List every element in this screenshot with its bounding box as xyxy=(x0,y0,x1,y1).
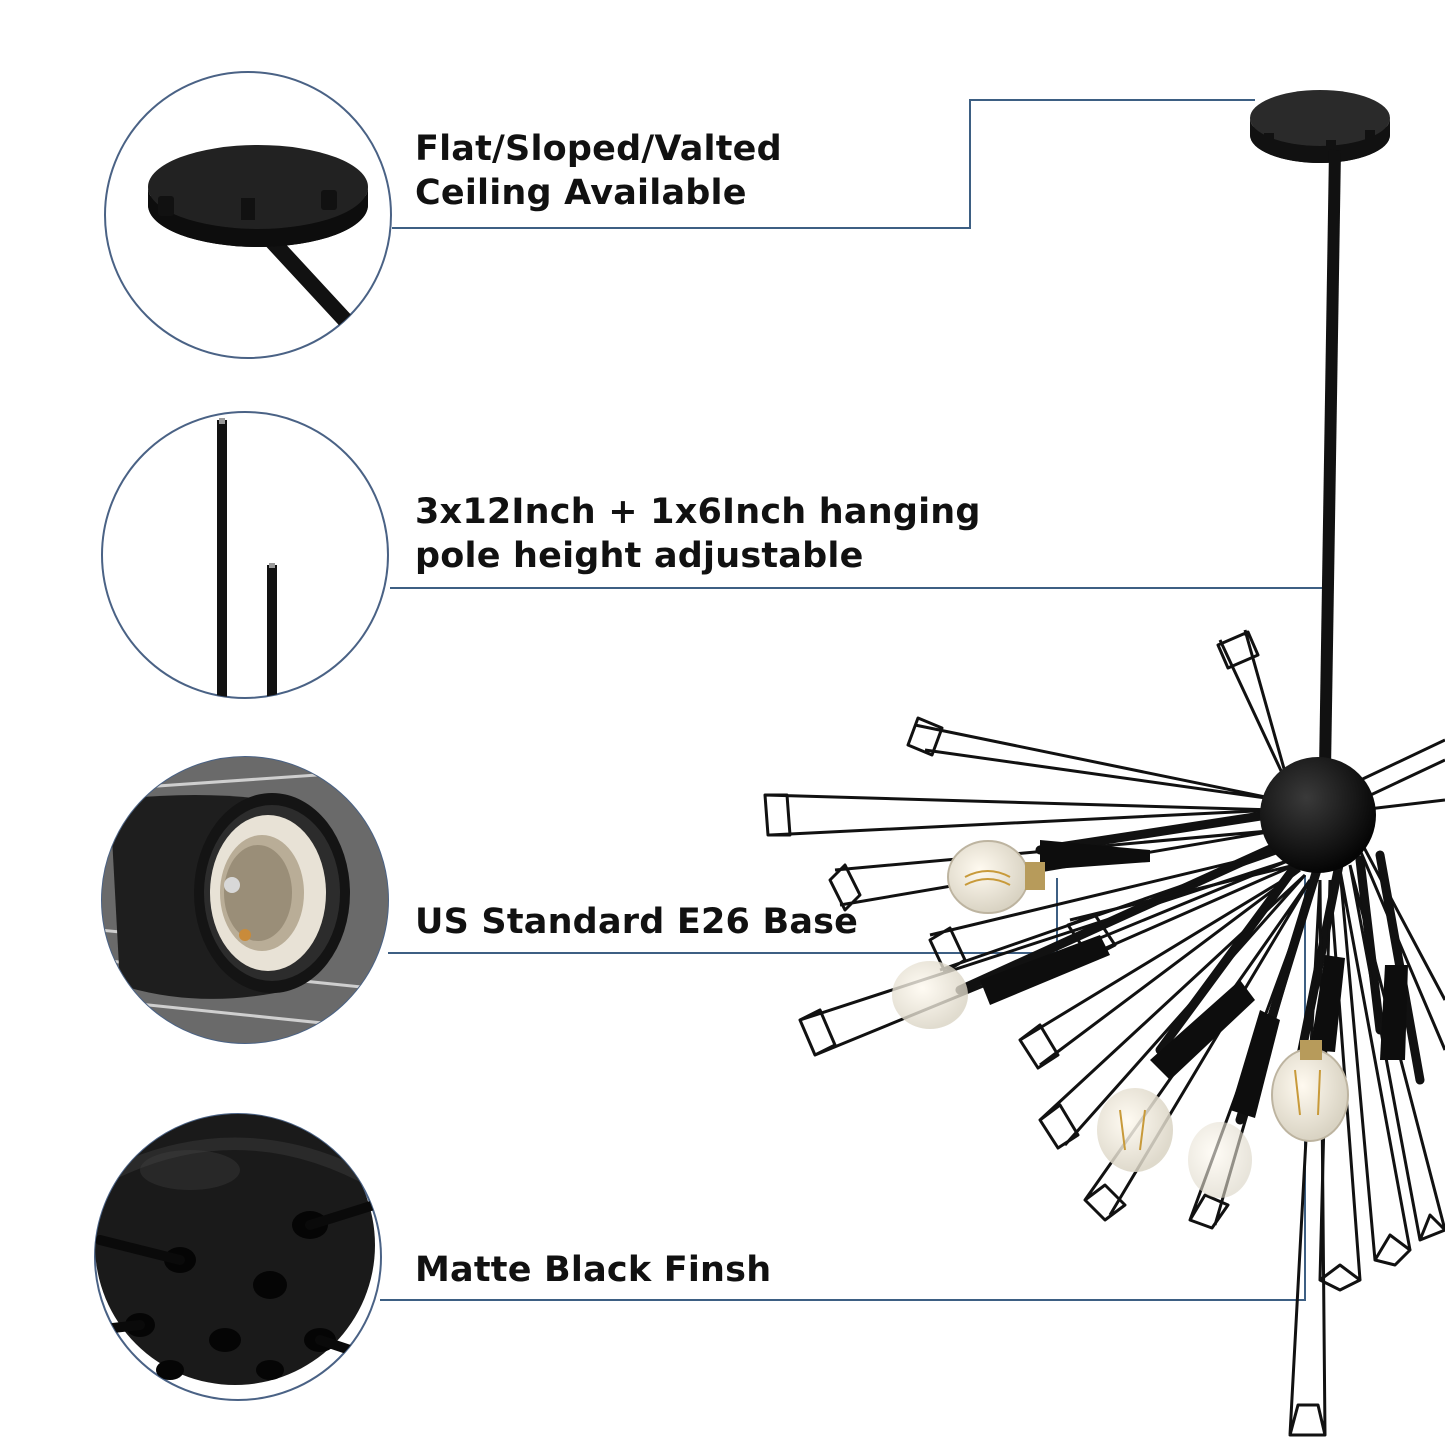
feature-pole-line-2: pole height adjustable xyxy=(415,536,864,576)
hanging-pole-icon xyxy=(101,411,389,699)
feature-ceiling-text: Flat/Sloped/Valted Ceiling Available xyxy=(415,127,782,215)
leader-lines xyxy=(380,99,1325,1301)
edison-bulbs xyxy=(892,840,1349,1198)
feature-socket-text: US Standard E26 Base xyxy=(415,900,858,944)
matte-black-sphere-icon xyxy=(94,1113,382,1401)
feature-ceiling-line-2: Ceiling Available xyxy=(415,173,747,213)
feature-finish-text: Matte Black Finsh xyxy=(415,1248,771,1292)
leader-line-ceiling xyxy=(392,99,1255,229)
e26-socket-icon xyxy=(101,756,389,1044)
feature-pole-text: 3x12Inch + 1x6Inch hanging pole height a… xyxy=(415,490,981,578)
feature-finish-line-1: Matte Black Finsh xyxy=(415,1250,772,1290)
feature-socket-line-1: US Standard E26 Base xyxy=(415,902,859,942)
sputnik-chandelier-image xyxy=(763,90,1445,1437)
feature-pole-line-1: 3x12Inch + 1x6Inch hanging xyxy=(415,492,981,532)
feature-ceiling-line-1: Flat/Sloped/Valted xyxy=(415,129,782,169)
ceiling-canopy-icon xyxy=(104,71,392,359)
